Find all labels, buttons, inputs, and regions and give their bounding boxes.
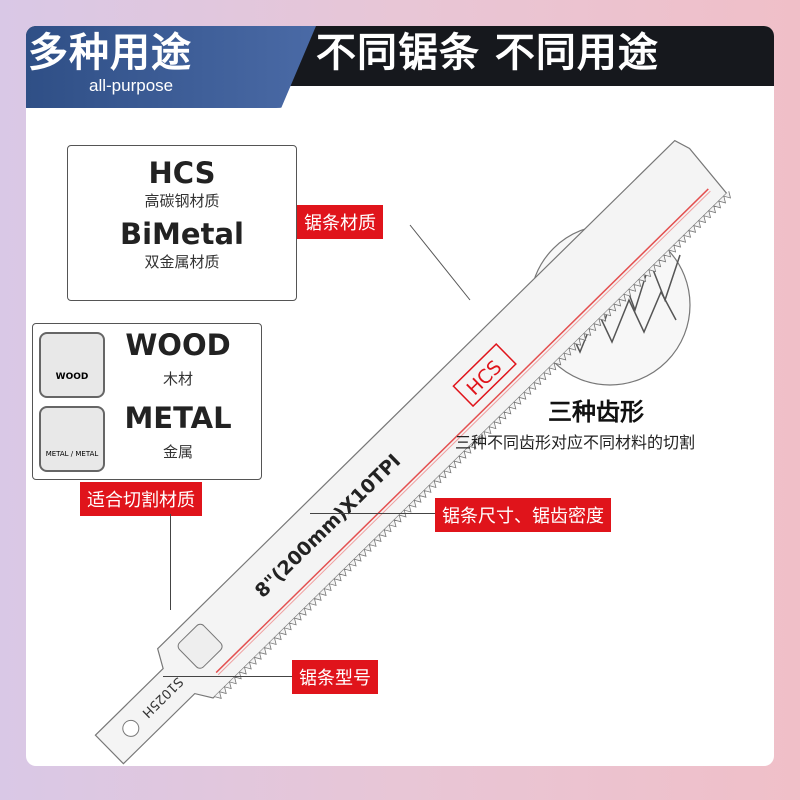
- metal-icon: METAL / METAL: [39, 406, 105, 472]
- use-box: WOOD METAL / METAL WOOD 木材 METAL 金属: [32, 323, 262, 480]
- use-metal-desc: 金属: [162, 443, 193, 461]
- tag-cut: 适合切割材质: [80, 482, 202, 516]
- material-bimetal: BiMetal: [120, 217, 244, 251]
- cut-leader-line: [170, 514, 171, 610]
- material-hcs: HCS: [148, 156, 216, 190]
- model-leader-line: [163, 676, 292, 677]
- teeth-desc: 三种不同齿形对应不同材料的切割: [455, 433, 696, 452]
- blade-wood-icon: [177, 623, 223, 669]
- saw-blade: [94, 139, 728, 765]
- material-bimetal-desc: 双金属材质: [144, 253, 220, 271]
- material-box: HCS 高碳钢材质 BiMetal 双金属材质: [67, 145, 297, 301]
- blade-teeth: [214, 191, 732, 699]
- use-wood-desc: 木材: [162, 370, 193, 388]
- banner-title-left: 多种用途: [28, 30, 192, 76]
- tag-size: 锯条尺寸、锯齿密度: [435, 498, 611, 532]
- tag-material: 锯条材质: [297, 205, 383, 239]
- banner-subtitle: all-purpose: [89, 76, 174, 95]
- banner-title-right: 不同锯条 不同用途: [316, 30, 659, 76]
- teeth-edge: [214, 191, 732, 699]
- material-hcs-desc: 高碳钢材质: [144, 192, 220, 210]
- wood-icon: WOOD: [39, 332, 105, 398]
- wood-icon-label: WOOD: [55, 372, 89, 382]
- metal-icon-label: METAL / METAL: [45, 450, 99, 458]
- use-wood: WOOD: [125, 328, 231, 362]
- size-leader-line: [310, 513, 435, 514]
- tag-model: 锯条型号: [292, 660, 378, 694]
- teeth-title: 三种齿形: [548, 398, 644, 426]
- use-metal: METAL: [124, 401, 232, 435]
- tang-hole: [122, 719, 140, 737]
- blade-brand-box: [452, 343, 517, 408]
- banner-left: 多种用途 all-purpose: [26, 26, 316, 108]
